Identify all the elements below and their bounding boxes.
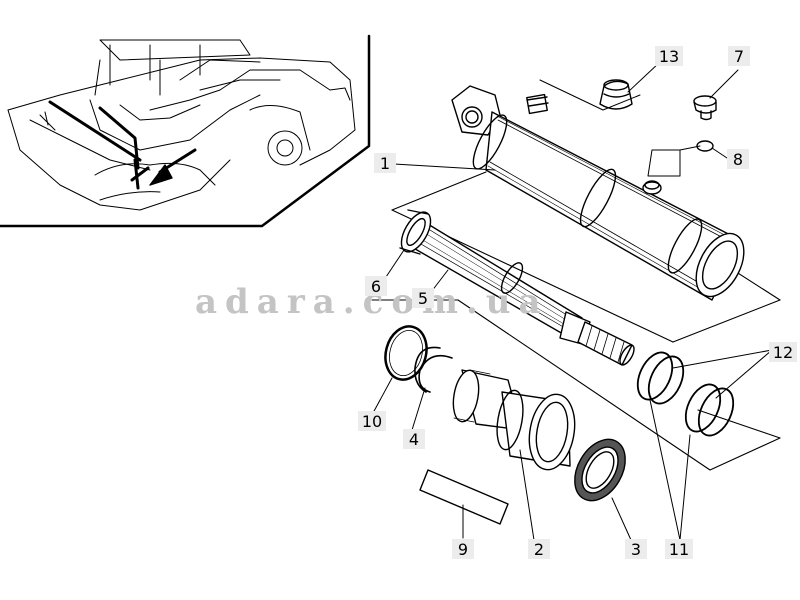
- callout-13: 13: [655, 46, 683, 66]
- piston-rings: [636, 351, 735, 437]
- protective-cap: [599, 79, 633, 110]
- callout-4: 4: [403, 429, 425, 449]
- callout-2: 2: [528, 539, 550, 559]
- reference-bands: [371, 171, 781, 471]
- snap-ring: [384, 325, 428, 381]
- callout-1: 1: [374, 153, 396, 173]
- callout-10: 10: [358, 411, 386, 431]
- callout-6: 6: [365, 276, 387, 296]
- piston-collar: [399, 209, 432, 255]
- callout-8: 8: [727, 149, 749, 169]
- callout-12: 12: [769, 342, 797, 362]
- callout-9: 9: [452, 539, 474, 559]
- guide-bushing: [452, 369, 576, 471]
- callout-7: 7: [728, 46, 750, 66]
- wear-strip: [419, 469, 509, 525]
- retaining-clip: [414, 346, 453, 393]
- piston-rod: [409, 217, 635, 366]
- callout-3: 3: [625, 539, 647, 559]
- o-ring: [696, 140, 714, 152]
- bleed-bolt: [693, 95, 717, 121]
- callout-5: 5: [412, 288, 434, 308]
- callout-11: 11: [665, 539, 693, 559]
- machine-inset: [0, 34, 371, 228]
- leader-lines: [372, 61, 773, 541]
- rod-seal: [574, 438, 626, 502]
- cylinder-barrel: [451, 85, 745, 301]
